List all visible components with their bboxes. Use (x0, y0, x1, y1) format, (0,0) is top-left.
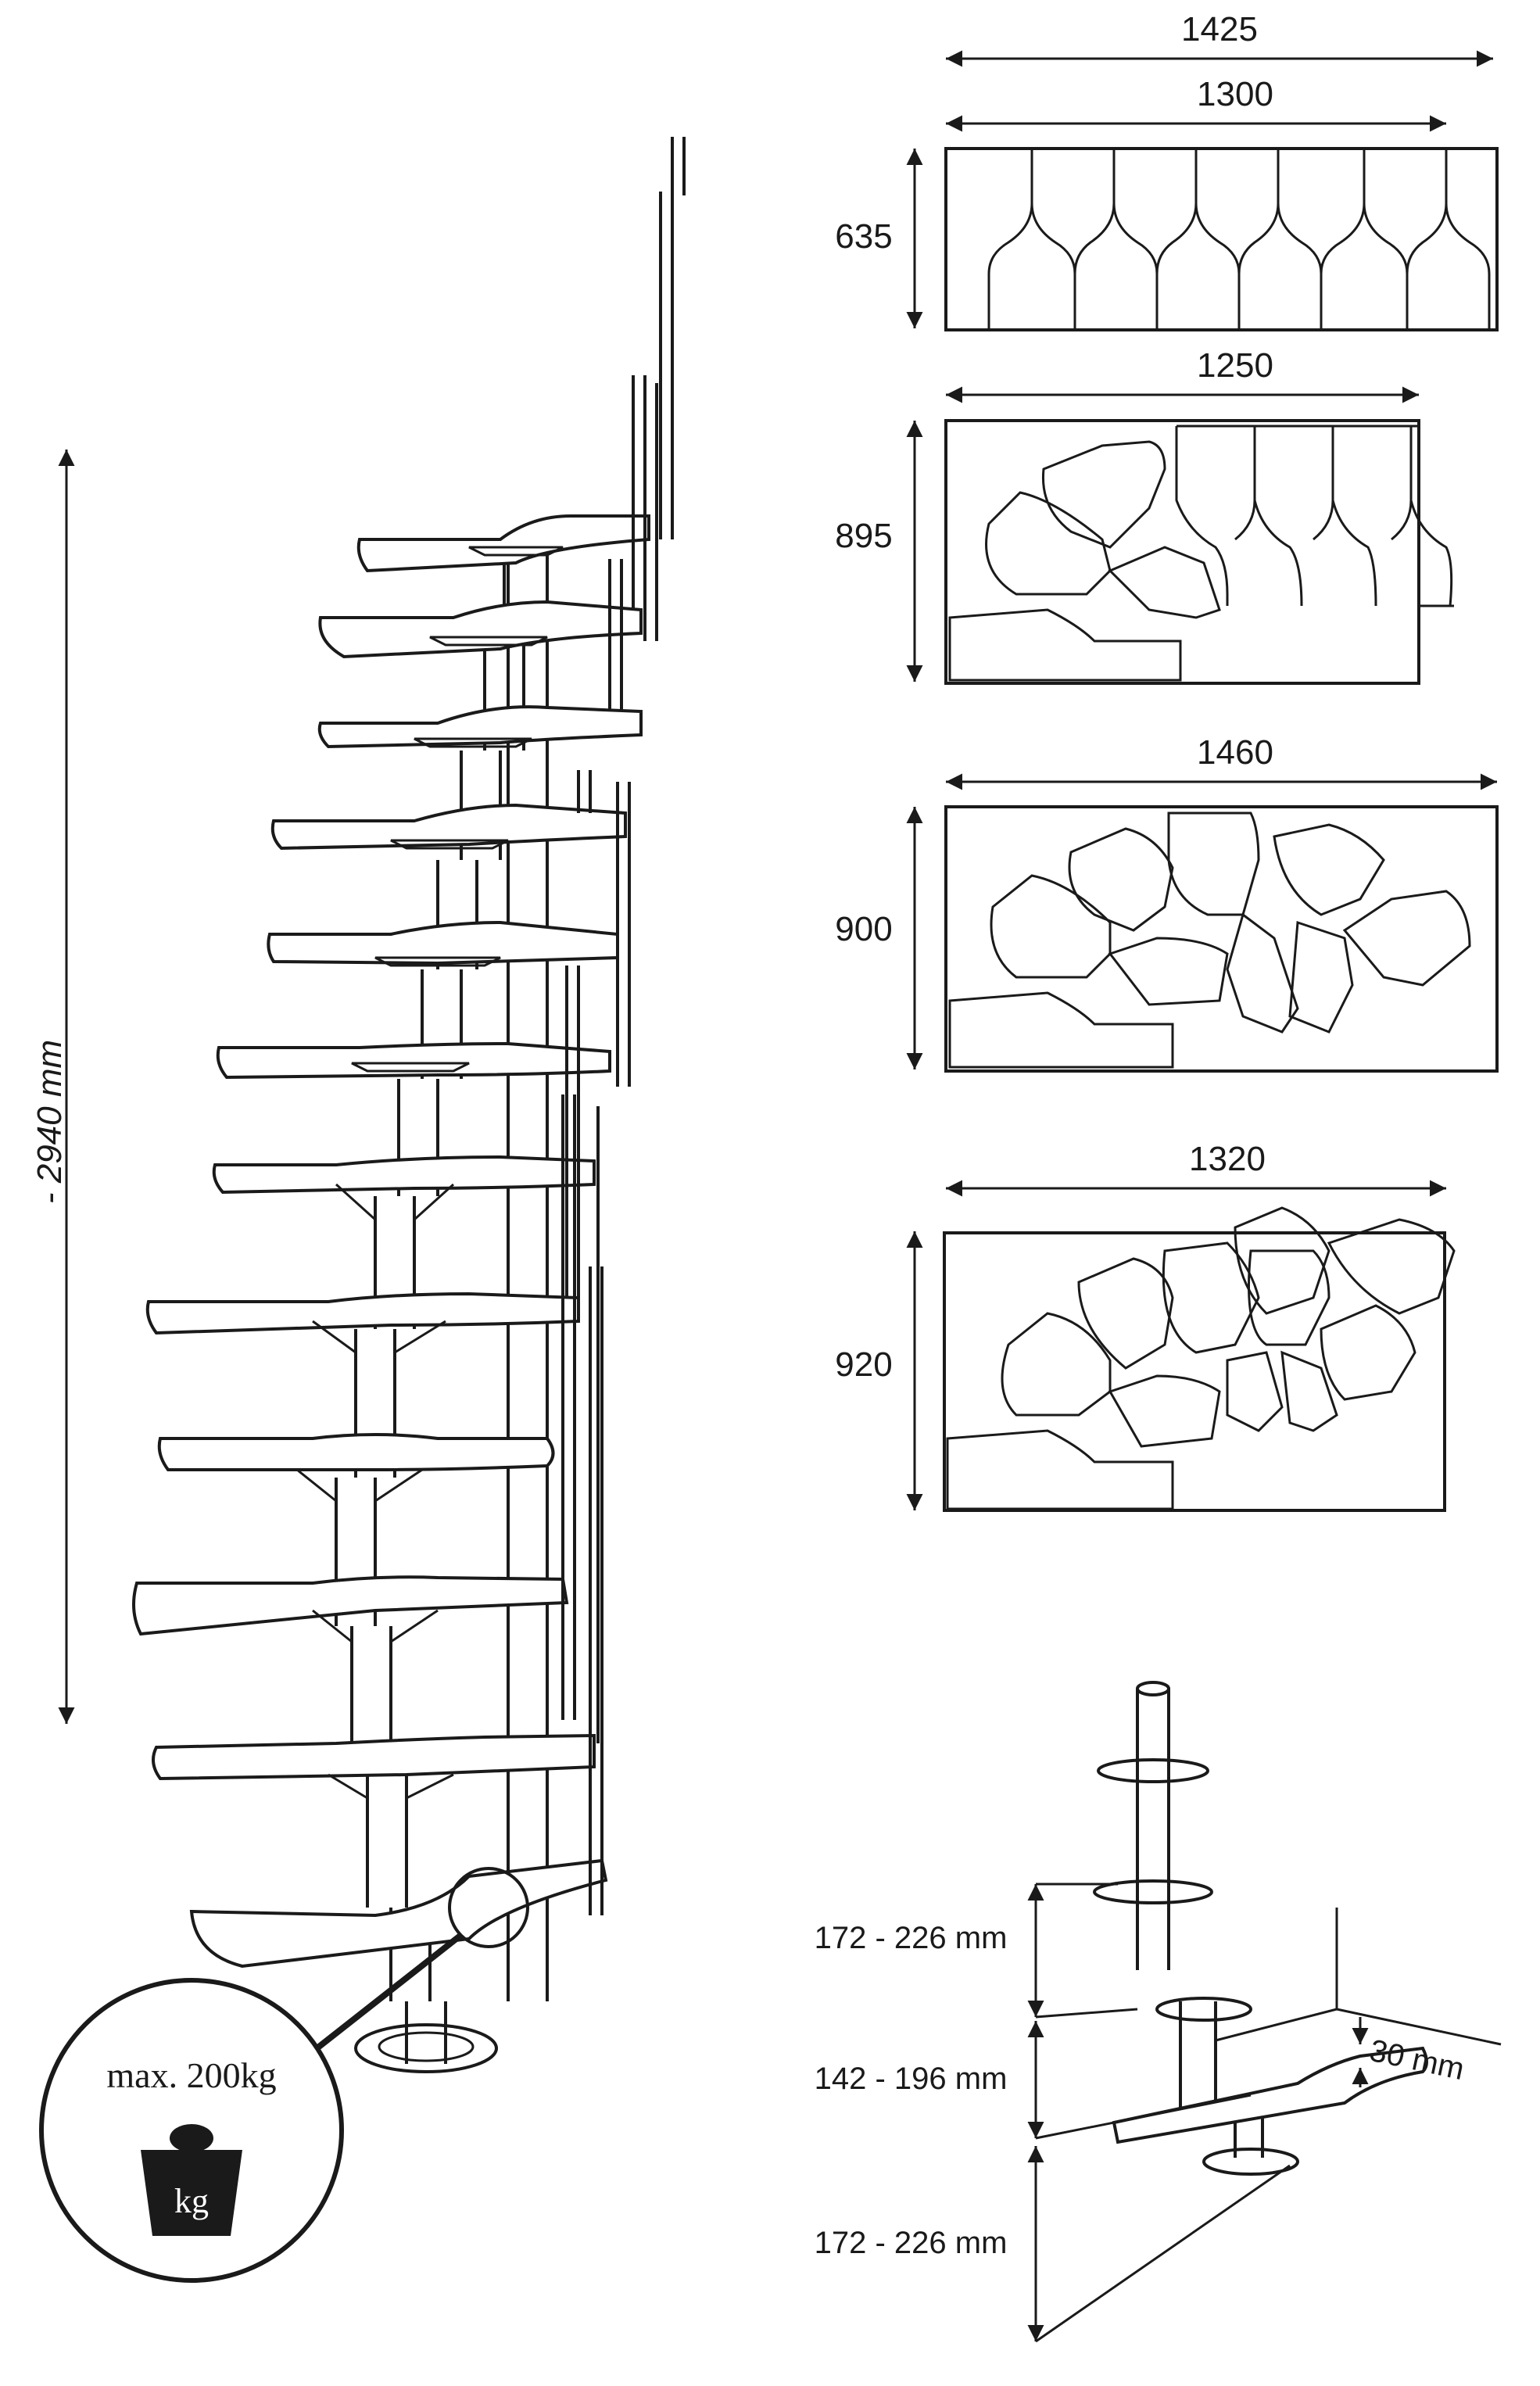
staircase-drawing: - 2940 mm (30, 137, 686, 2283)
plan3-depth-label: 900 (835, 910, 892, 948)
max-load-label: max. 200kg (106, 2055, 276, 2095)
callout-line (295, 1932, 464, 2067)
plan2-width-label: 1250 (1197, 346, 1273, 385)
detail-circle (448, 1867, 529, 1948)
plan1-width-label: 1425 (1181, 10, 1258, 48)
plan4-depth-label: 920 (835, 1345, 892, 1384)
plan2-depth-label: 895 (835, 517, 892, 555)
plan1-depth-label: 635 (835, 217, 892, 256)
height-label: - 2940 mm (30, 1040, 69, 1204)
plan3-width-label: 1460 (1197, 733, 1273, 772)
rise-detail-drawing: 172 - 226 mm 142 - 196 mm 172 - 226 mm 3… (815, 1681, 1502, 2343)
layout-plan-straight: 1425 1300 635 (835, 10, 1499, 331)
stair-treads (132, 514, 650, 1969)
rise-top-label: 172 - 226 mm (815, 1921, 1008, 1955)
rise-mid-label: 142 - 196 mm (815, 2062, 1008, 2096)
layout-plan-half-turn: 1460 900 (835, 733, 1499, 1073)
layout-plan-spiral: 1320 920 (835, 1140, 1456, 1512)
layout-plan-quarter-turn: 1250 895 (835, 346, 1454, 685)
weight-unit-label: kg (174, 2182, 209, 2220)
handrail (561, 137, 686, 1915)
plan1-inner-width-label: 1300 (1197, 75, 1273, 113)
weight-icon (141, 2124, 242, 2236)
rise-bottom-label: 172 - 226 mm (815, 2226, 1008, 2260)
plan4-width-label: 1320 (1189, 1140, 1266, 1178)
